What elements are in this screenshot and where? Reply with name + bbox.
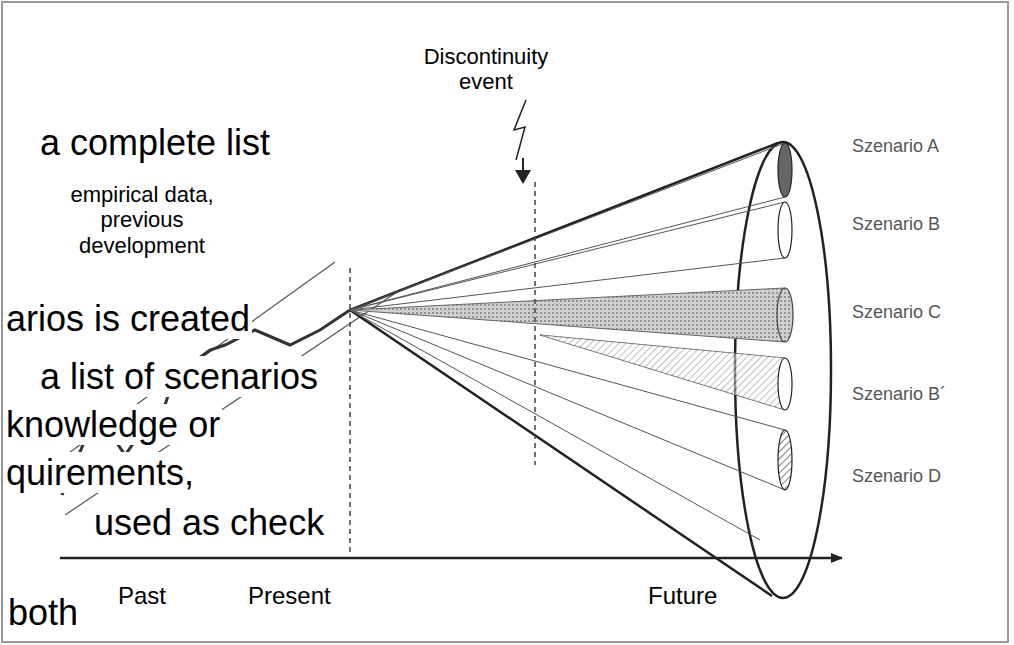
scenario-label: Szenario D bbox=[852, 466, 941, 487]
axis-label: Past bbox=[118, 582, 166, 610]
scenario-label: Szenario A bbox=[852, 136, 939, 157]
event-label: Discontinuity event bbox=[398, 44, 574, 95]
scenario-label: Szenario B´ bbox=[852, 384, 946, 405]
trend-label: empirical data, previous development bbox=[52, 182, 232, 258]
slide-text: knowledge or bbox=[4, 404, 222, 445]
scenario-label: Szenario C bbox=[852, 302, 941, 323]
slide-text: quirements, bbox=[4, 452, 196, 493]
slide-text: a list of scenarios bbox=[38, 356, 320, 397]
scenario-label: Szenario B bbox=[852, 214, 940, 235]
slide-text: both bbox=[6, 592, 80, 633]
slide-text: a complete list bbox=[38, 122, 272, 163]
slide-text: arios is created bbox=[4, 298, 252, 339]
slide-text: used as check bbox=[92, 502, 326, 543]
axis-label: Present bbox=[248, 582, 331, 610]
axis-label: Future bbox=[648, 582, 717, 610]
